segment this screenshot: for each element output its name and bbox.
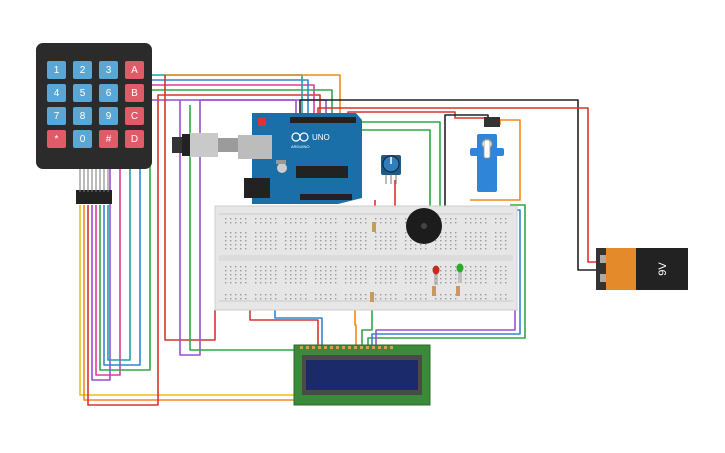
keypad-key[interactable] xyxy=(47,61,66,79)
arduino-model-label: UNO xyxy=(312,133,330,142)
lcd-display[interactable] xyxy=(293,344,431,406)
resistor-4[interactable] xyxy=(372,222,376,232)
wire-keypad-6[interactable] xyxy=(99,89,333,371)
wire-loop-orange[interactable] xyxy=(165,74,341,118)
wire-bb-lcd-orange[interactable] xyxy=(354,300,357,345)
keypad-keys: 1 2 3 A 4 5 6 B 7 8 9 C * 0 # D xyxy=(47,61,144,148)
wires xyxy=(79,74,596,406)
arduino-chip xyxy=(296,166,348,178)
keypad-key-label: 9 xyxy=(106,111,112,122)
keypad-key-label: 2 xyxy=(80,65,86,76)
keypad-key-label: 3 xyxy=(106,65,112,76)
keypad-key[interactable] xyxy=(47,84,66,102)
resistor-2[interactable] xyxy=(432,286,436,296)
keypad-key-label: 7 xyxy=(54,111,60,122)
keypad-key[interactable] xyxy=(125,130,144,148)
keypad-key[interactable] xyxy=(73,107,92,125)
keypad-key[interactable] xyxy=(99,61,118,79)
arduino-brand-label: ARDUINO xyxy=(291,144,309,149)
keypad-key[interactable] xyxy=(125,107,144,125)
keypad-key[interactable] xyxy=(73,130,92,148)
keypad-key[interactable] xyxy=(99,107,118,125)
keypad-key[interactable] xyxy=(125,84,144,102)
keypad-key-label: 0 xyxy=(80,134,86,145)
lcd-pins[interactable] xyxy=(300,346,393,349)
keypad-key-label: D xyxy=(131,134,138,145)
led-red[interactable] xyxy=(432,265,440,286)
breadboard[interactable] xyxy=(214,205,518,311)
arduino-reset-button[interactable] xyxy=(258,118,266,126)
keypad-key[interactable] xyxy=(125,61,144,79)
wire-loop-purple[interactable] xyxy=(179,99,297,356)
wire-keypad-8[interactable] xyxy=(107,74,303,361)
wire-loop-green[interactable] xyxy=(189,105,296,351)
resistor-3[interactable] xyxy=(456,286,460,296)
arduino-usb-port xyxy=(238,135,272,159)
keypad-key-label: B xyxy=(131,88,138,99)
potentiometer[interactable] xyxy=(381,155,401,184)
wire-black-top[interactable] xyxy=(299,99,596,271)
keypad-key-label: C xyxy=(131,111,138,122)
wire-keypad-7[interactable] xyxy=(103,79,309,366)
battery-label: 9V xyxy=(657,262,669,276)
keypad-key-label: * xyxy=(55,134,59,145)
keypad-key-label: 6 xyxy=(106,88,112,99)
arduino-capacitor xyxy=(277,163,287,173)
keypad-key[interactable] xyxy=(73,61,92,79)
wire-red-top[interactable] xyxy=(317,107,596,263)
arduino-power-jack xyxy=(244,178,270,198)
battery-9v[interactable]: 9V xyxy=(596,248,688,290)
keypad-key-label: 1 xyxy=(54,65,60,76)
arduino-top-header[interactable] xyxy=(290,117,356,123)
usb-cable xyxy=(172,133,248,157)
keypad-key[interactable] xyxy=(99,130,118,148)
arduino-bottom-header[interactable] xyxy=(300,194,352,200)
wire-lcd-right-loop[interactable] xyxy=(367,204,526,345)
servo-motor[interactable] xyxy=(470,117,504,192)
keypad-header[interactable] xyxy=(76,190,112,204)
wire-servo-red[interactable] xyxy=(347,111,496,125)
keypad-key-label: A xyxy=(131,65,138,76)
keypad-key-label: 4 xyxy=(54,88,60,99)
wire-keypad-4[interactable] xyxy=(91,99,327,381)
keypad-ribbon xyxy=(79,169,109,192)
keypad-key-label: # xyxy=(106,134,112,145)
keypad-key[interactable] xyxy=(99,84,118,102)
keypad-key[interactable] xyxy=(47,107,66,125)
keypad-key[interactable] xyxy=(73,84,92,102)
arduino-uno[interactable]: UNO ARDUINO xyxy=(238,113,362,204)
keypad[interactable]: 1 2 3 A 4 5 6 B 7 8 9 C * 0 # D xyxy=(36,43,152,204)
keypad-key-label: 5 xyxy=(80,88,86,99)
resistor-1[interactable] xyxy=(370,292,374,302)
wire-bb-lcd-green[interactable] xyxy=(361,300,373,345)
keypad-key[interactable] xyxy=(47,130,66,148)
keypad-key-label: 8 xyxy=(80,111,86,122)
arduino-board xyxy=(252,113,362,204)
led-green[interactable] xyxy=(456,263,464,284)
piezo-buzzer[interactable] xyxy=(406,208,442,244)
resistors xyxy=(370,222,460,302)
wire-keypad-3[interactable] xyxy=(87,94,321,406)
